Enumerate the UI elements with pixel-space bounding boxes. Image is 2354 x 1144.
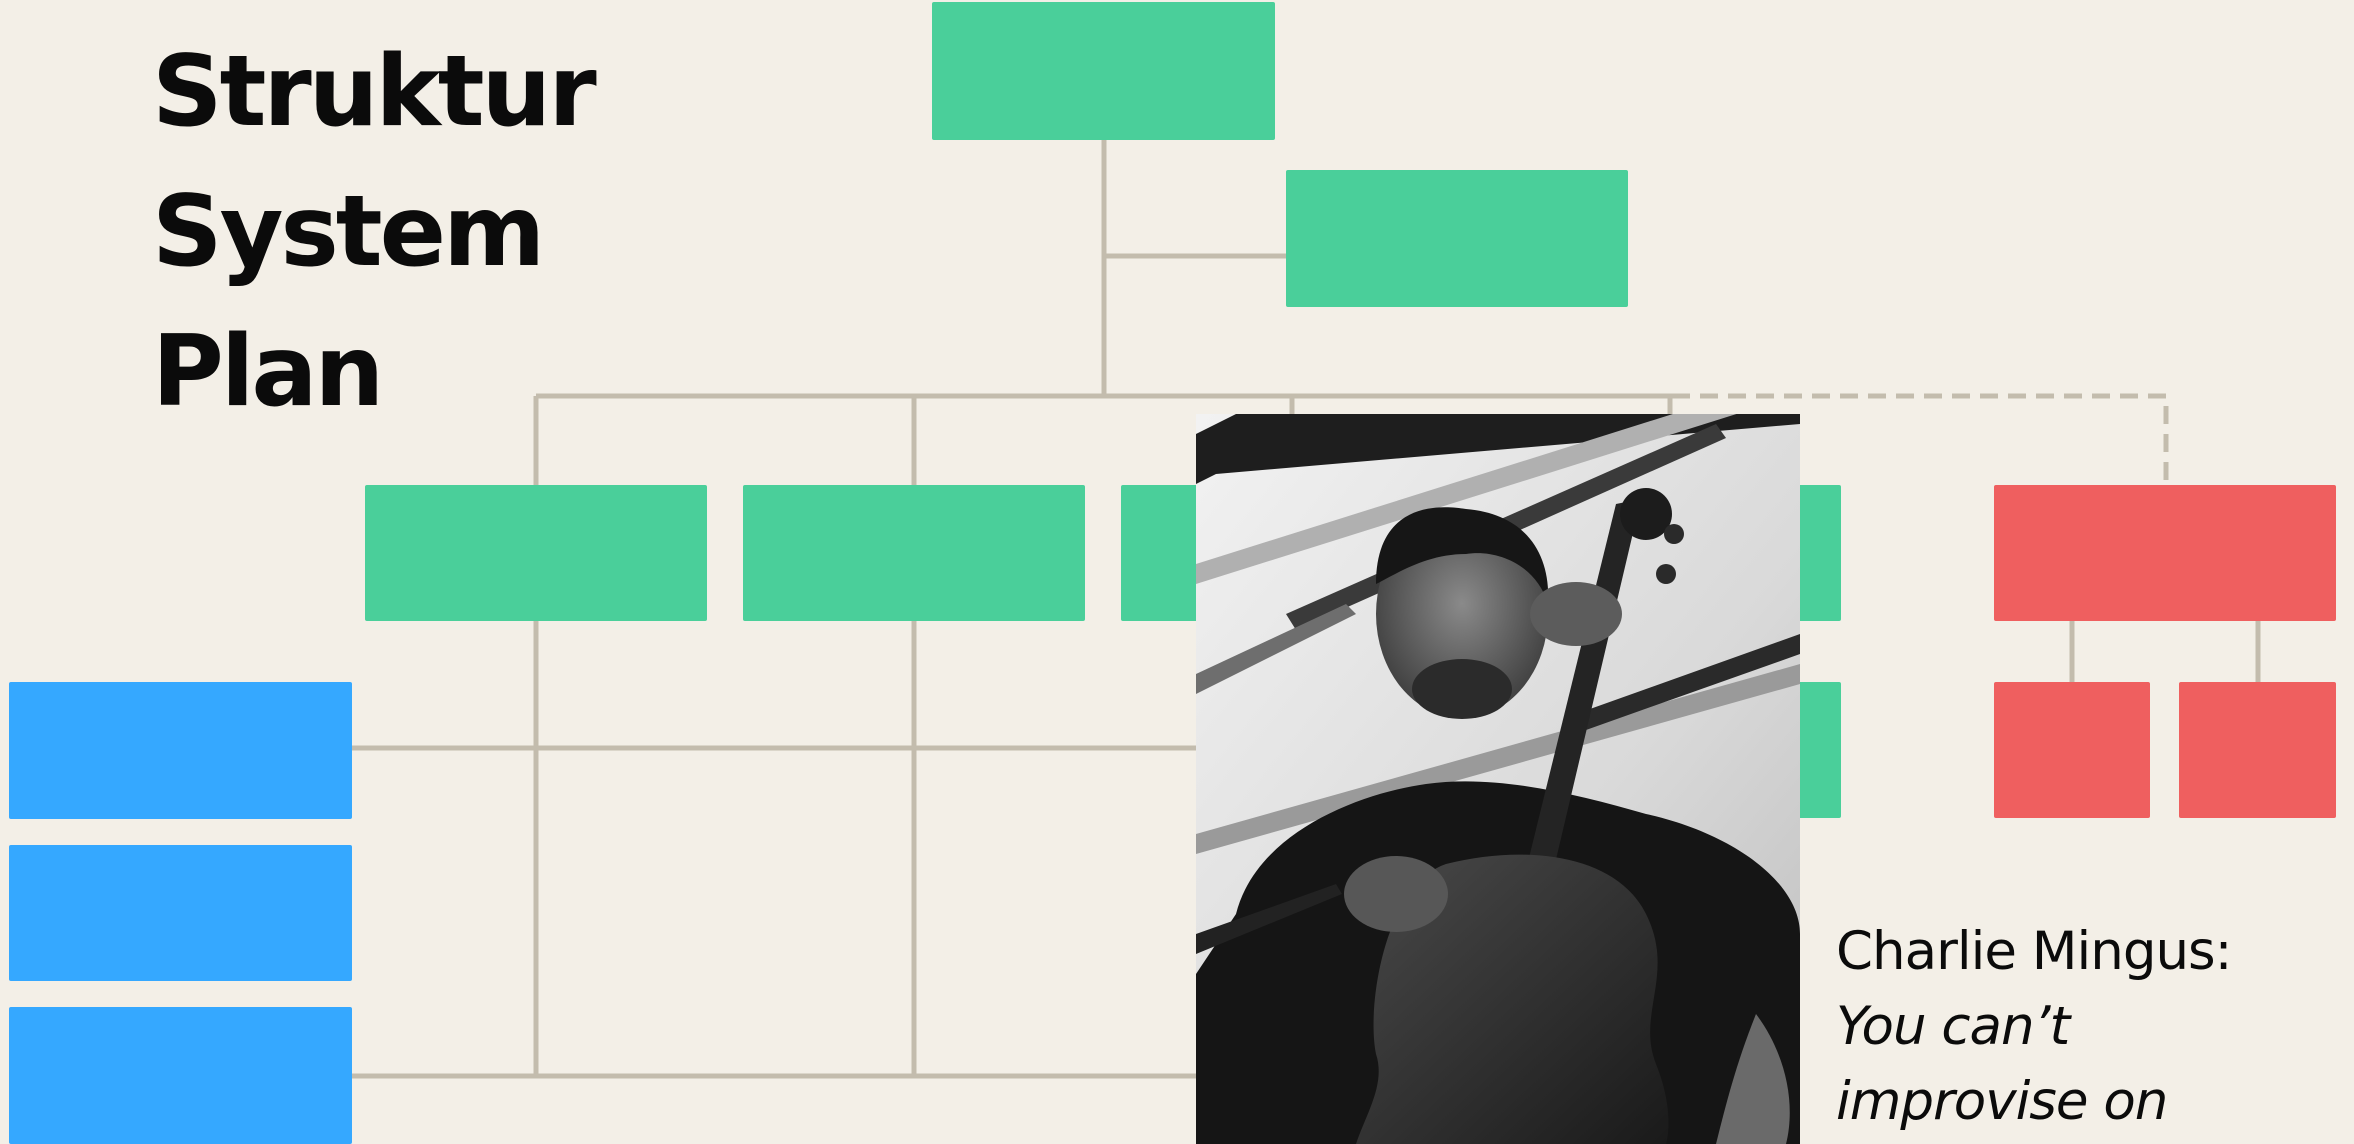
box-red-parent bbox=[1994, 485, 2336, 621]
box-red-child-1 bbox=[1994, 682, 2150, 818]
musician-with-double-bass-photo-icon bbox=[1196, 414, 1800, 1144]
box-level2-1 bbox=[365, 485, 707, 621]
box-level2-2 bbox=[743, 485, 1085, 621]
box-blue-2 bbox=[9, 845, 352, 981]
musician-photo bbox=[1196, 414, 1800, 1144]
quote-text: You can’t improvise on bbox=[1836, 989, 2336, 1139]
box-blue-1 bbox=[9, 682, 352, 819]
quote-author: Charlie Mingus: bbox=[1836, 914, 2336, 989]
box-root bbox=[932, 2, 1275, 140]
quote-block: Charlie Mingus: You can’t improvise on bbox=[1836, 914, 2336, 1139]
box-assistant bbox=[1286, 170, 1628, 307]
box-red-child-2 bbox=[2179, 682, 2336, 818]
box-blue-3 bbox=[9, 1007, 352, 1144]
